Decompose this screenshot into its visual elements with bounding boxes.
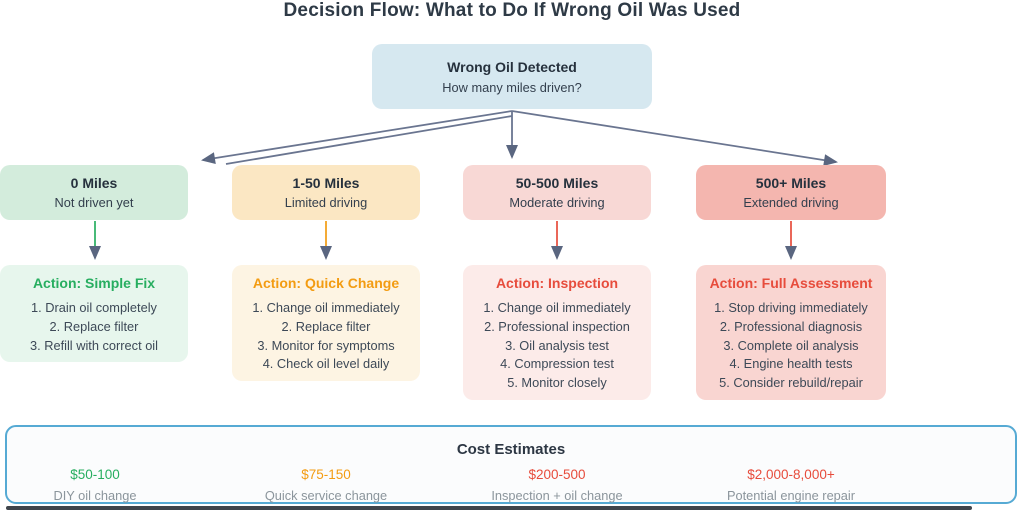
action-step: 2. Professional diagnosis: [719, 318, 863, 334]
action-step: 1. Change oil immediately: [483, 300, 631, 315]
cost-price: $200-500: [528, 467, 586, 482]
cost-price: $2,000-8,000+: [747, 467, 835, 482]
action-title: Action: Full Assessment: [709, 275, 873, 291]
action-steps: 1. Change oil immediately 2. Professiona…: [467, 299, 647, 393]
cost-item-quick-service: $75-150 Quick service change: [232, 467, 420, 503]
branch-column-50-500-miles: 50-500 Miles Moderate driving Action: In…: [463, 165, 651, 410]
branch-node-0-miles: 0 Miles Not driven yet: [0, 165, 188, 220]
action-step: 1. Stop driving immediately: [714, 300, 868, 315]
arrow-root-to-1-50-miles: [225, 115, 513, 165]
branch-subtitle: Limited driving: [284, 195, 368, 210]
branch-column-500plus-miles: 500+ Miles Extended driving Action: Full…: [696, 165, 886, 410]
cost-price: $50-100: [70, 467, 120, 482]
action-step: 2. Replace filter: [281, 318, 371, 334]
branch-title: 50-500 Miles: [515, 175, 599, 191]
action-node-inspection: Action: Inspection 1. Change oil immedia…: [463, 265, 651, 400]
action-steps: 1. Stop driving immediately 2. Professio…: [700, 299, 882, 393]
action-node-simple-fix: Action: Simple Fix 1. Drain oil complete…: [0, 265, 188, 363]
branch-title: 500+ Miles: [755, 175, 827, 191]
action-step: 3. Oil analysis test: [505, 337, 609, 353]
root-node-title: Wrong Oil Detected: [447, 58, 577, 75]
action-step: 1. Change oil immediately: [252, 300, 400, 315]
action-step: 3. Refill with correct oil: [29, 337, 158, 353]
horizontal-scrollbar-thumb[interactable]: [6, 506, 972, 510]
action-step: 5. Monitor closely: [507, 375, 607, 391]
action-title: Action: Quick Change: [252, 275, 400, 291]
branch-column-0-miles: 0 Miles Not driven yet Action: Simple Fi…: [0, 165, 188, 410]
cost-label: DIY oil change: [53, 488, 137, 503]
cost-item-engine-repair: $2,000-8,000+ Potential engine repair: [697, 467, 885, 503]
branch-subtitle: Not driven yet: [54, 195, 134, 210]
branch-node-50-500-miles: 50-500 Miles Moderate driving: [463, 165, 651, 220]
action-step: 4. Engine health tests: [729, 356, 853, 372]
action-title: Action: Simple Fix: [32, 275, 156, 291]
cost-label: Quick service change: [264, 488, 388, 503]
cost-label: Potential engine repair: [726, 488, 856, 503]
root-node-question: How many miles driven?: [442, 79, 582, 95]
branch-node-500plus-miles: 500+ Miles Extended driving: [696, 165, 886, 220]
branch-subtitle: Extended driving: [743, 195, 839, 210]
branch-title: 1-50 Miles: [292, 175, 360, 191]
action-step: 3. Complete oil analysis: [723, 337, 859, 353]
cost-estimates-panel: Cost Estimates: [5, 425, 1017, 504]
cost-item-diy: $50-100 DIY oil change: [1, 467, 189, 503]
action-step: 5. Consider rebuild/repair: [719, 375, 863, 391]
flow-title: Decision Flow: What to Do If Wrong Oil W…: [283, 0, 741, 21]
action-title: Action: Inspection: [495, 275, 619, 291]
cost-price: $75-150: [301, 467, 351, 482]
branch-subtitle: Moderate driving: [509, 195, 605, 210]
action-step: 2. Replace filter: [49, 318, 139, 334]
action-node-full-assessment: Action: Full Assessment 1. Stop driving …: [696, 265, 886, 400]
branch-column-1-50-miles: 1-50 Miles Limited driving Action: Quick…: [232, 165, 420, 410]
action-step: 2. Professional inspection: [484, 318, 630, 334]
action-node-quick-change: Action: Quick Change 1. Change oil immed…: [232, 265, 420, 382]
action-step: 4. Check oil level daily: [262, 356, 390, 372]
cost-label: Inspection + oil change: [491, 488, 623, 503]
arrow-root-to-0-miles: [201, 110, 513, 165]
root-node: Wrong Oil Detected How many miles driven…: [372, 44, 652, 109]
arrow-root-to-500plus-miles: [511, 110, 838, 167]
action-steps: 1. Change oil immediately 2. Replace fil…: [236, 299, 416, 374]
action-steps: 1. Drain oil completely 2. Replace filte…: [4, 299, 184, 355]
cost-item-inspection: $200-500 Inspection + oil change: [463, 467, 651, 503]
action-step: 4. Compression test: [500, 356, 614, 372]
action-step: 1. Drain oil completely: [31, 300, 157, 315]
branch-title: 0 Miles: [70, 175, 118, 191]
action-step: 3. Monitor for symptoms: [257, 337, 395, 353]
cost-estimates-title: Cost Estimates: [456, 441, 566, 458]
branch-node-1-50-miles: 1-50 Miles Limited driving: [232, 165, 420, 220]
